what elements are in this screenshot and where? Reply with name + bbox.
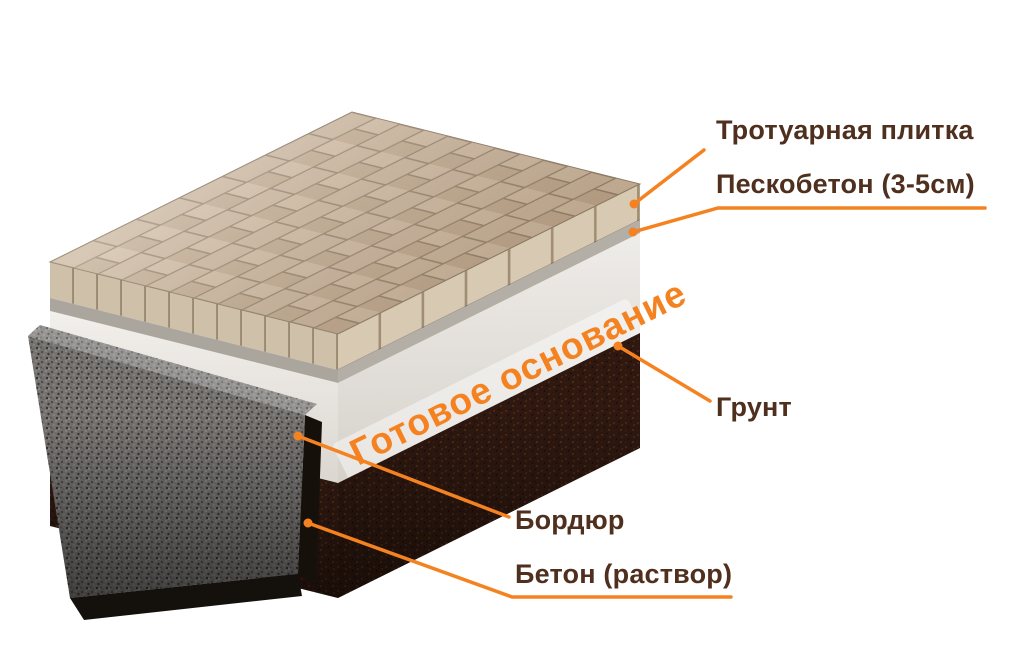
- curb-gap-shadow: [298, 415, 322, 586]
- sand-concrete-front-edge: [338, 220, 640, 383]
- leader-dot-soil: [613, 341, 623, 351]
- label-soil: Грунт: [716, 392, 792, 422]
- label-sand-concrete: Пескобетон (3-5см): [716, 169, 975, 199]
- leader-lines: [296, 148, 987, 599]
- label-concrete-mortar: Бетон (раствор): [515, 559, 733, 589]
- leader-dot-sand-concrete: [628, 227, 638, 237]
- soil-front-shadow: [338, 333, 640, 598]
- leader-line-curb: [296, 434, 511, 519]
- leader-line-paving-tile: [632, 148, 706, 206]
- curb-top-face: [28, 325, 317, 415]
- leader-line-sand-concrete: [631, 206, 987, 234]
- leader-dots: [293, 199, 639, 528]
- label-paving-tile: Тротуарная плитка: [716, 115, 974, 145]
- paving-tiles-left-edge: [50, 262, 338, 370]
- paving-tiles-front-edge: [338, 184, 640, 370]
- leader-dot-paving-tile: [629, 199, 639, 209]
- curb-top-highlight: [28, 325, 317, 415]
- leader-dot-curb: [293, 431, 303, 441]
- prepared-base-front-face: [338, 233, 640, 483]
- leader-dot-concrete-mortar: [303, 518, 313, 528]
- paving-tiles-top-tint: [50, 112, 640, 334]
- concrete-mortar-strip: [70, 574, 302, 620]
- leader-line-concrete-mortar: [306, 521, 733, 599]
- curb-front-shadow: [28, 336, 305, 598]
- sand-concrete-left-edge: [50, 298, 338, 383]
- base-layer-caption-band: [333, 299, 645, 481]
- label-curb: Бордюр: [515, 505, 625, 535]
- leader-line-soil: [616, 344, 712, 403]
